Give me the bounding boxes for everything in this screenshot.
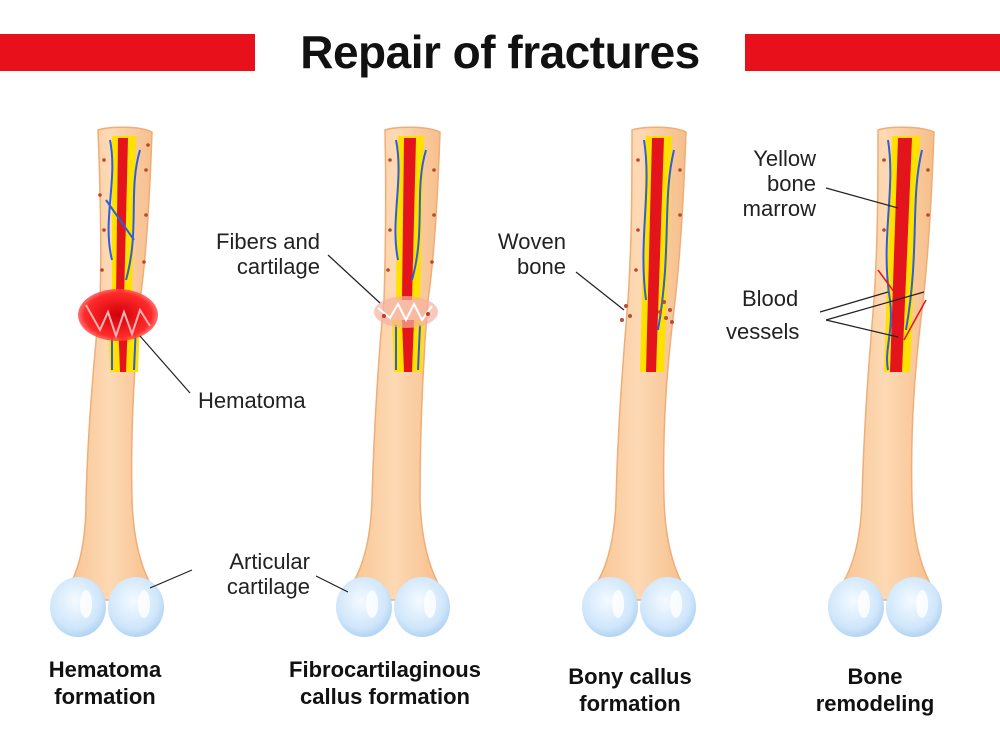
articular-cartilage-4 [828,577,942,637]
articular-cartilage-1 [50,577,164,637]
caption-stage-1-line1: Hematoma [48,657,162,682]
bone-dots-2 [386,158,436,272]
articular-cartilage-2 [336,577,450,637]
leader-articular-1 [149,569,193,589]
leader-hematoma [139,335,191,394]
leader-yellow-marrow [825,187,899,209]
caption-stage-1-line2: formation [54,684,156,709]
bone-stage-3 [582,126,696,637]
bone-stage-2 [336,126,450,637]
label-articular-cartilage: Articular cartilage [200,549,310,599]
marrow-canal-2 [392,136,427,372]
label-blood-vessels: Blood vessels [726,286,818,344]
marrow-canal-4 [877,136,927,372]
hematoma-mark [78,289,158,341]
title-bar-left [0,34,255,71]
title-bar-right [745,34,1000,71]
label-articular-line1: Articular [229,549,310,574]
leader-blood-2 [825,319,899,338]
bone-stage-4 [828,126,942,637]
label-woven-line1: Woven [497,229,566,254]
leader-articular-2 [315,575,349,593]
label-articular-line2: cartilage [226,574,310,599]
articular-cartilage-3 [582,577,696,637]
page-title: Repair of fractures [300,26,700,78]
label-fibers-line1: Fibers and [216,229,320,254]
leader-blood-3 [825,291,925,321]
leader-fibers [327,254,381,304]
bone-dots-3 [634,158,682,272]
bone-stage-1 [50,126,164,637]
label-fibers-line2: cartilage [236,254,320,279]
label-blood-line2: vessels [726,319,800,344]
bone-dots-1 [98,143,150,272]
bone-dots-4 [882,158,930,232]
woven-bone-mark [620,300,674,324]
label-woven-bone: Woven bone [470,229,566,279]
caption-stage-2-line1: Fibrocartilaginous [289,657,481,682]
caption-stage-4: Bone remodeling [800,663,950,717]
label-yellow-line3: marrow [742,196,816,221]
label-yellow-line2: bone [767,171,816,196]
caption-stage-4-line2: remodeling [815,691,935,716]
fibrocartilage-callus [374,296,438,328]
label-woven-line2: bone [517,254,566,279]
caption-stage-2: Fibrocartilaginous callus formation [270,656,500,710]
caption-stage-1: Hematoma formation [20,656,190,710]
label-fibers-and-cartilage: Fibers and cartilage [180,229,320,279]
label-yellow-bone-marrow: Yellow bone marrow [700,146,816,221]
label-blood-line1: Blood [742,286,799,311]
caption-stage-3-line2: formation [579,691,681,716]
caption-stage-3: Bony callus formation [545,663,715,717]
leader-blood-1 [819,291,889,313]
caption-stage-4-line1: Bone [847,664,903,689]
caption-stage-3-line1: Bony callus [568,664,692,689]
leader-lines [139,187,925,593]
label-yellow-line1: Yellow [753,146,816,171]
caption-stage-2-line2: callus formation [300,684,470,709]
marrow-canal-3 [640,136,675,372]
label-hematoma: Hematoma [198,388,306,413]
leader-woven [575,271,625,311]
